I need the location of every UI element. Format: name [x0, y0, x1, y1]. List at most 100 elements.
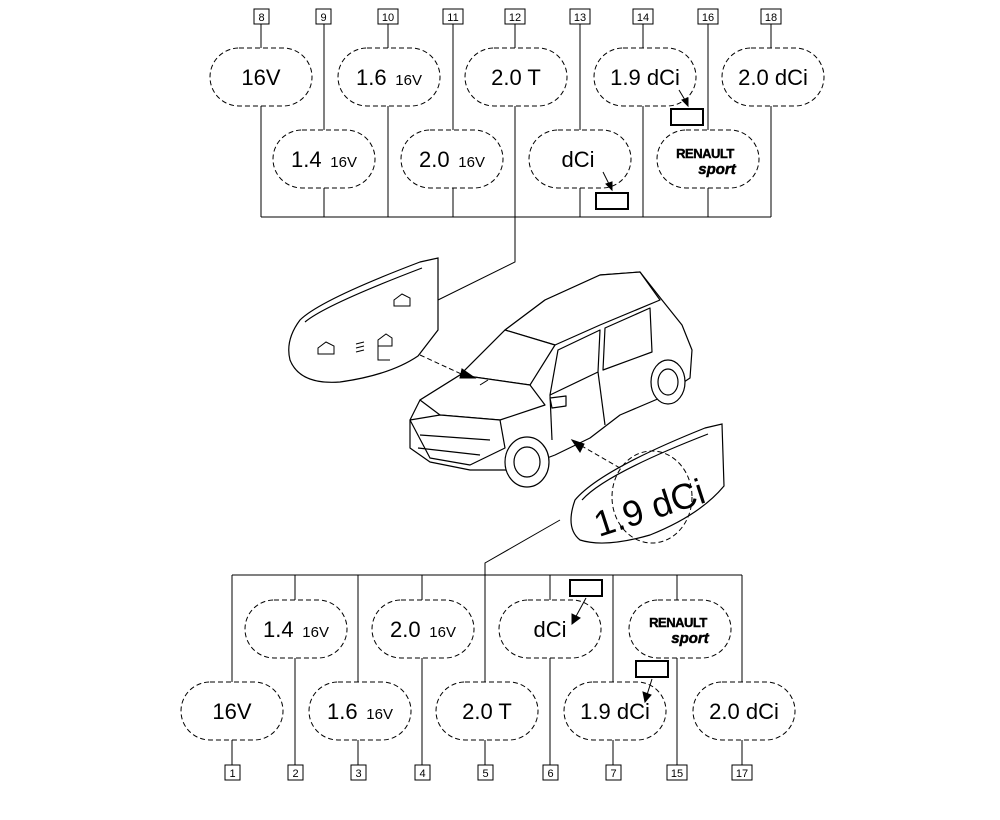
- callout-number-6: 6: [542, 764, 559, 781]
- svg-text:11: 11: [447, 12, 458, 24]
- badge-main-text: 1.6: [327, 699, 358, 724]
- callout-number-9: 9: [315, 8, 332, 25]
- badge-main-text: 1.6: [356, 65, 387, 90]
- callout-number-14: 14: [632, 8, 654, 25]
- badge-1-6-16v-top: 1.6 16V: [337, 47, 441, 107]
- top-badges: 16V 1.4 16V 1.6 16V 2.0 16V 2.0 T: [209, 47, 825, 189]
- svg-text:8: 8: [258, 12, 264, 24]
- svg-text:2.0 dCi: 2.0 dCi: [709, 699, 779, 724]
- callout-number-5: 5: [477, 764, 494, 781]
- badge-small-text: 16V: [425, 624, 456, 641]
- svg-text:4: 4: [419, 768, 425, 780]
- callout-number-3: 3: [350, 764, 367, 781]
- svg-text:2.0 T: 2.0 T: [491, 65, 541, 90]
- svg-text:dCi: dCi: [533, 617, 566, 642]
- badge-2-0-t-bottom: 2.0 T: [435, 681, 539, 741]
- badge-renault-sport-top: RENAULT sport: [656, 129, 760, 189]
- badge-small-text: 16V: [454, 154, 485, 171]
- badge-main-text: 2.0: [390, 617, 421, 642]
- badge-main-text: 2.0: [419, 147, 450, 172]
- svg-text:1.4 16V: 1.4 16V: [263, 617, 329, 642]
- svg-text:9: 9: [320, 12, 326, 24]
- svg-text:5: 5: [482, 768, 488, 780]
- svg-text:1.6 16V: 1.6 16V: [356, 65, 422, 90]
- side-trim-panel: 1.9 dCi: [570, 423, 725, 545]
- svg-text:18: 18: [765, 12, 777, 24]
- svg-text:16: 16: [702, 12, 714, 24]
- bottom-badges: 16V 1.4 16V 1.6 16V 2.0 16V 2.0 T: [180, 599, 796, 741]
- badge-1-9-dci-bottom: 1.9 dCi: [563, 681, 667, 741]
- top-leader-lines: [260, 24, 772, 301]
- badge-2-0-16v-top: 2.0 16V: [400, 129, 504, 189]
- callout-number-10: 10: [377, 8, 399, 25]
- badge-small-text: 16V: [362, 706, 393, 723]
- callout-number-18: 18: [760, 8, 782, 25]
- callout-number-15: 15: [666, 764, 688, 781]
- svg-text:15: 15: [671, 768, 683, 780]
- upper-panel-pointer: [419, 354, 489, 386]
- badge-1-6-16v-bottom: 1.6 16V: [308, 681, 412, 741]
- car-illustration: [409, 271, 693, 488]
- svg-text:1.4 16V: 1.4 16V: [291, 147, 357, 172]
- top-callout-numbers: 8 9 10 11 12 13 14 16: [253, 8, 782, 25]
- badge-renault-sport-bottom: RENAULT sport: [628, 599, 732, 659]
- svg-text:1: 1: [229, 768, 235, 780]
- bottom-position-markers: [569, 579, 669, 704]
- svg-text:16V: 16V: [212, 699, 251, 724]
- badge-main-text: 1.4: [291, 147, 322, 172]
- callout-number-11: 11: [442, 8, 464, 25]
- callout-number-7: 7: [605, 764, 622, 781]
- badge-1-9-dci-top: 1.9 dCi: [593, 47, 697, 107]
- upper-trim-panel: [288, 257, 439, 383]
- callout-number-13: 13: [569, 8, 591, 25]
- callout-number-1: 1: [224, 764, 241, 781]
- svg-text:2.0 16V: 2.0 16V: [419, 147, 485, 172]
- callout-number-17: 17: [731, 764, 753, 781]
- svg-text:3: 3: [355, 768, 361, 780]
- badge-main-text: 1.4: [263, 617, 294, 642]
- badge-16v-top: 16V: [209, 47, 313, 107]
- svg-text:7: 7: [610, 768, 616, 780]
- svg-text:17: 17: [736, 768, 748, 780]
- badge-small-text: 16V: [391, 72, 422, 89]
- svg-text:dCi: dCi: [561, 147, 594, 172]
- badge-dci-top: dCi: [528, 129, 632, 189]
- callout-number-2: 2: [287, 764, 304, 781]
- svg-text:RENAULT: RENAULT: [649, 615, 707, 630]
- svg-text:1.9 dCi: 1.9 dCi: [610, 65, 680, 90]
- svg-text:2.0 dCi: 2.0 dCi: [738, 65, 808, 90]
- bottom-callout-numbers: 1 2 3 4 5 6 7 15: [224, 764, 753, 781]
- badge-small-text: 16V: [326, 154, 357, 171]
- svg-text:1.9 dCi: 1.9 dCi: [580, 699, 650, 724]
- callout-number-8: 8: [253, 8, 270, 25]
- badge-small-text: 16V: [298, 624, 329, 641]
- svg-text:6: 6: [547, 768, 553, 780]
- badge-2-0-dci-bottom: 2.0 dCi: [692, 681, 796, 741]
- svg-text:2.0 T: 2.0 T: [462, 699, 512, 724]
- badge-2-0-t-top: 2.0 T: [464, 47, 568, 107]
- callout-number-16: 16: [697, 8, 719, 25]
- svg-text:10: 10: [382, 12, 394, 24]
- badge-2-0-dci-top: 2.0 dCi: [721, 47, 825, 107]
- svg-text:16V: 16V: [241, 65, 280, 90]
- badge-16v-bottom: 16V: [180, 681, 284, 741]
- badge-2-0-16v-bottom: 2.0 16V: [371, 599, 475, 659]
- badge-1-4-16v-top: 1.4 16V: [272, 129, 376, 189]
- svg-text:13: 13: [574, 12, 586, 24]
- badge-dci-bottom: dCi: [498, 599, 602, 659]
- side-panel-pointer: [570, 439, 621, 469]
- callout-number-4: 4: [414, 764, 431, 781]
- svg-text:sport: sport: [698, 161, 737, 178]
- bottom-leader-lines: [231, 519, 743, 765]
- svg-text:14: 14: [637, 12, 649, 24]
- badge-1-4-16v-bottom: 1.4 16V: [244, 599, 348, 659]
- svg-text:RENAULT: RENAULT: [676, 146, 734, 161]
- svg-text:2.0 16V: 2.0 16V: [390, 617, 456, 642]
- svg-text:1.6 16V: 1.6 16V: [327, 699, 393, 724]
- callout-number-12: 12: [504, 8, 526, 25]
- svg-text:12: 12: [509, 12, 521, 24]
- svg-text:2: 2: [292, 768, 298, 780]
- top-position-markers: [595, 89, 704, 210]
- svg-text:sport: sport: [671, 630, 710, 647]
